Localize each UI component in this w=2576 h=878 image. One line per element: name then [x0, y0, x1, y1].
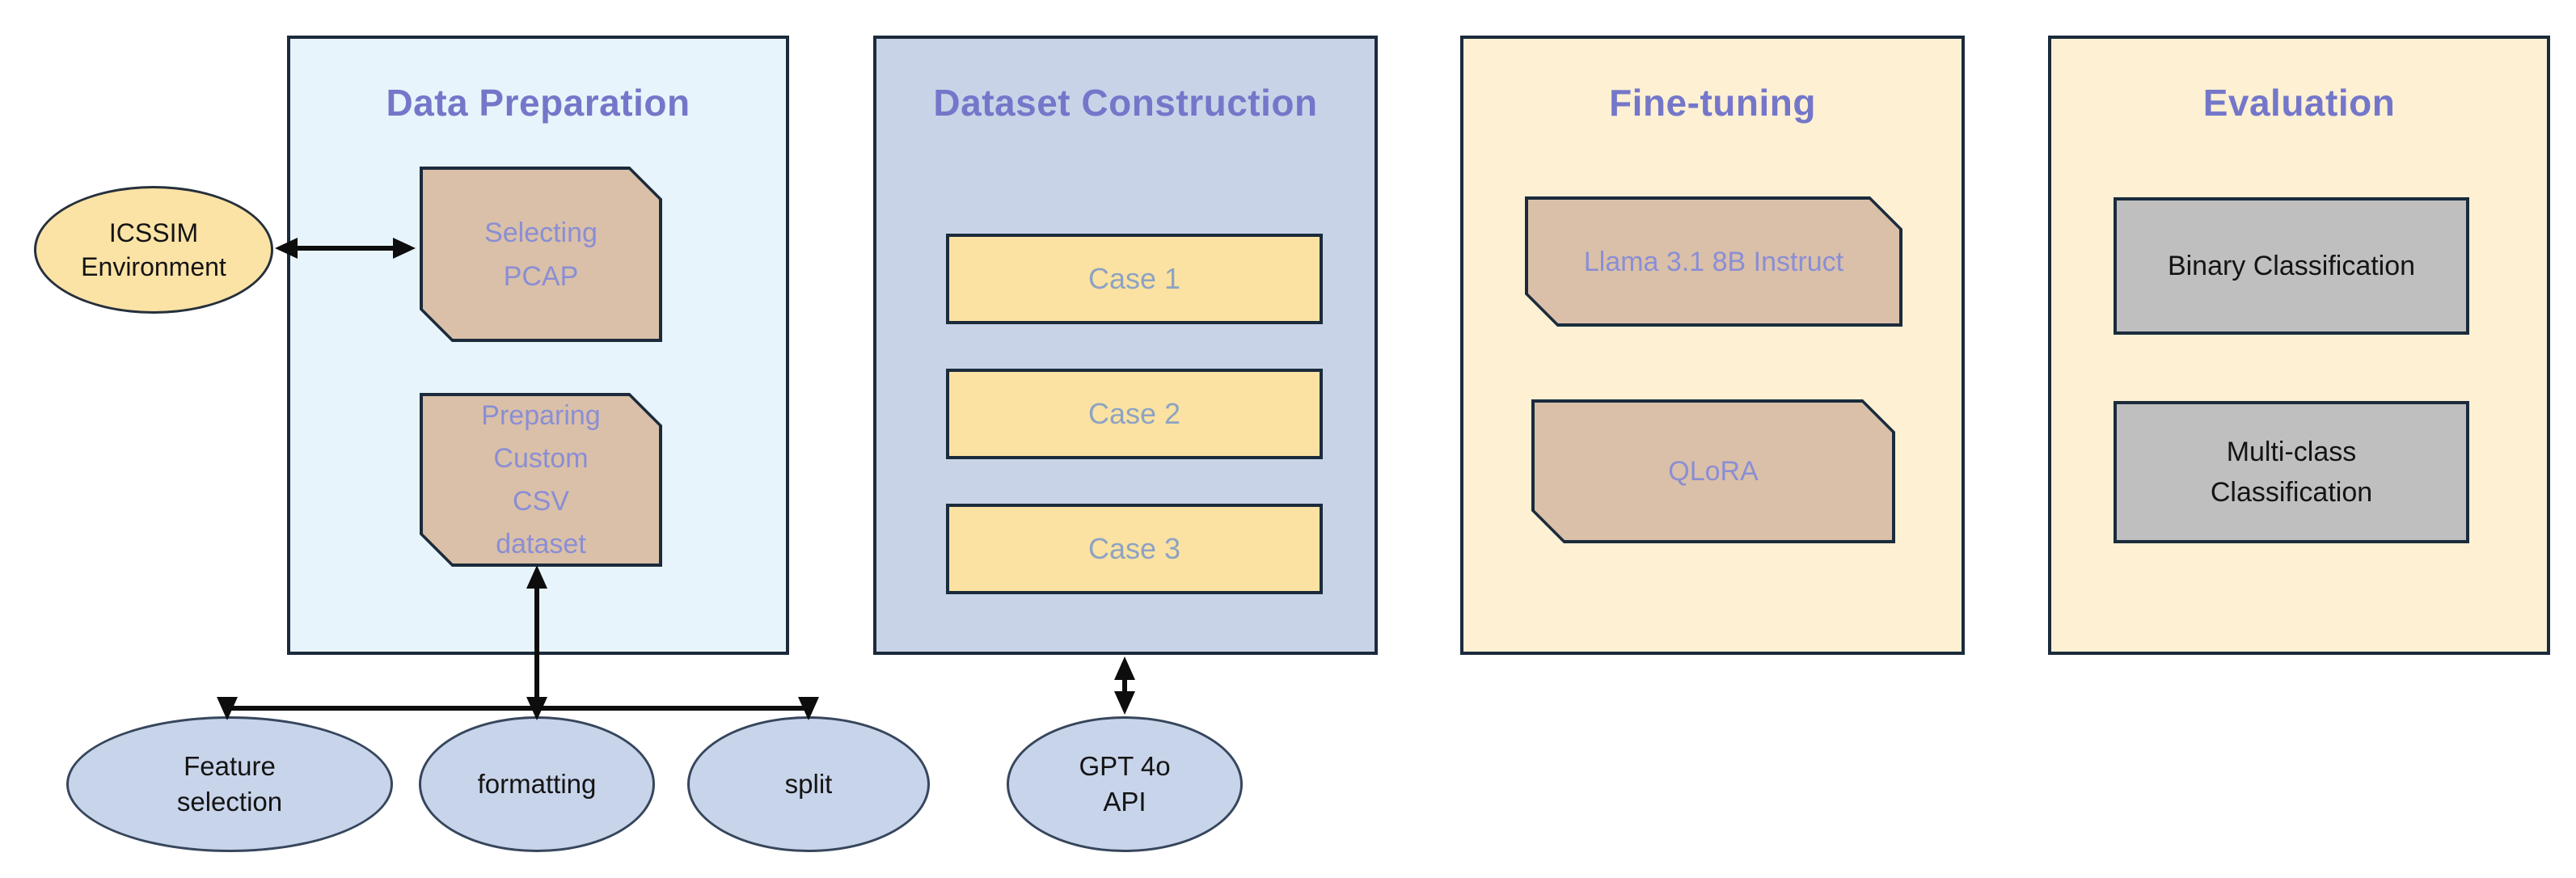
split-node: split — [687, 716, 930, 852]
feature-selection-line1: Feature — [184, 751, 276, 781]
section-title-evaluation: Evaluation — [2202, 82, 2396, 124]
case-3-box: Case 3 — [946, 504, 1323, 594]
llama-model-label: Llama 3.1 8B Instruct — [1528, 200, 1899, 323]
llama-model-step: Llama 3.1 8B Instruct — [1525, 196, 1902, 327]
preparing-csv-line1: Preparing — [481, 399, 601, 431]
selecting-pcap-label: Selecting PCAP — [423, 170, 659, 339]
case-2-label: Case 2 — [1087, 397, 1181, 430]
multiclass-label-line2: Classification — [2210, 477, 2373, 508]
icssim-label-line2: Environment — [81, 252, 226, 281]
section-title-fine-tuning: Fine-tuning — [1609, 82, 1816, 124]
gpt4o-label-line2: API — [1103, 787, 1147, 817]
section-dataset-construction: Dataset Construction Case 1 Case 2 Case … — [873, 36, 1378, 655]
preparing-csv-label: Preparing Custom CSV dataset — [423, 396, 659, 564]
case-2-box: Case 2 — [946, 369, 1323, 459]
binary-classification-box: Binary Classification — [2114, 197, 2469, 335]
selecting-pcap-line2: PCAP — [503, 260, 579, 292]
feature-selection-node: Feature selection — [66, 716, 393, 852]
multiclass-classification-box: Multi-class Classification — [2114, 401, 2469, 543]
formatting-label: formatting — [477, 769, 597, 799]
case-1-label: Case 1 — [1087, 262, 1181, 295]
case-3-label: Case 3 — [1087, 532, 1181, 565]
qlora-label: QLoRA — [1535, 403, 1892, 540]
selecting-pcap-line1: Selecting — [484, 217, 598, 248]
preparing-csv-line2: Custom — [493, 442, 589, 474]
gpt4o-api-node: GPT 4o API — [1007, 716, 1243, 852]
gpt4o-arrowhead-up — [1114, 656, 1135, 680]
llama-model-text: Llama 3.1 8B Instruct — [1583, 246, 1844, 277]
formatting-node: formatting — [419, 716, 655, 852]
icssim-label-line1: ICSSIM — [108, 218, 199, 247]
section-evaluation: Evaluation Binary Classification Multi-c… — [2048, 36, 2550, 655]
section-fine-tuning: Fine-tuning Llama 3.1 8B Instruct QLoRA — [1460, 36, 1965, 655]
section-title-dataset-construction: Dataset Construction — [933, 82, 1318, 124]
selecting-pcap-step: Selecting PCAP — [420, 167, 662, 342]
qlora-text: QLoRA — [1668, 456, 1759, 487]
preparing-csv-step: Preparing Custom CSV dataset — [420, 393, 662, 567]
preparing-csv-line4: dataset — [496, 528, 586, 559]
qlora-step: QLoRA — [1531, 399, 1895, 543]
icssim-environment-node: ICSSIM Environment — [34, 186, 273, 314]
feature-selection-line2: selection — [176, 787, 283, 817]
binary-classification-label: Binary Classification — [2167, 251, 2416, 281]
section-title-data-preparation: Data Preparation — [386, 82, 690, 124]
split-label: split — [784, 769, 833, 799]
gpt4o-arrowhead-down — [1114, 691, 1135, 715]
preparing-csv-line3: CSV — [513, 485, 569, 517]
case-1-box: Case 1 — [946, 234, 1323, 324]
section-data-preparation: Data Preparation Selecting PCAP Preparin… — [287, 36, 789, 655]
gpt4o-label-line1: GPT 4o — [1079, 751, 1171, 781]
multiclass-label-line1: Multi-class — [2226, 437, 2357, 467]
